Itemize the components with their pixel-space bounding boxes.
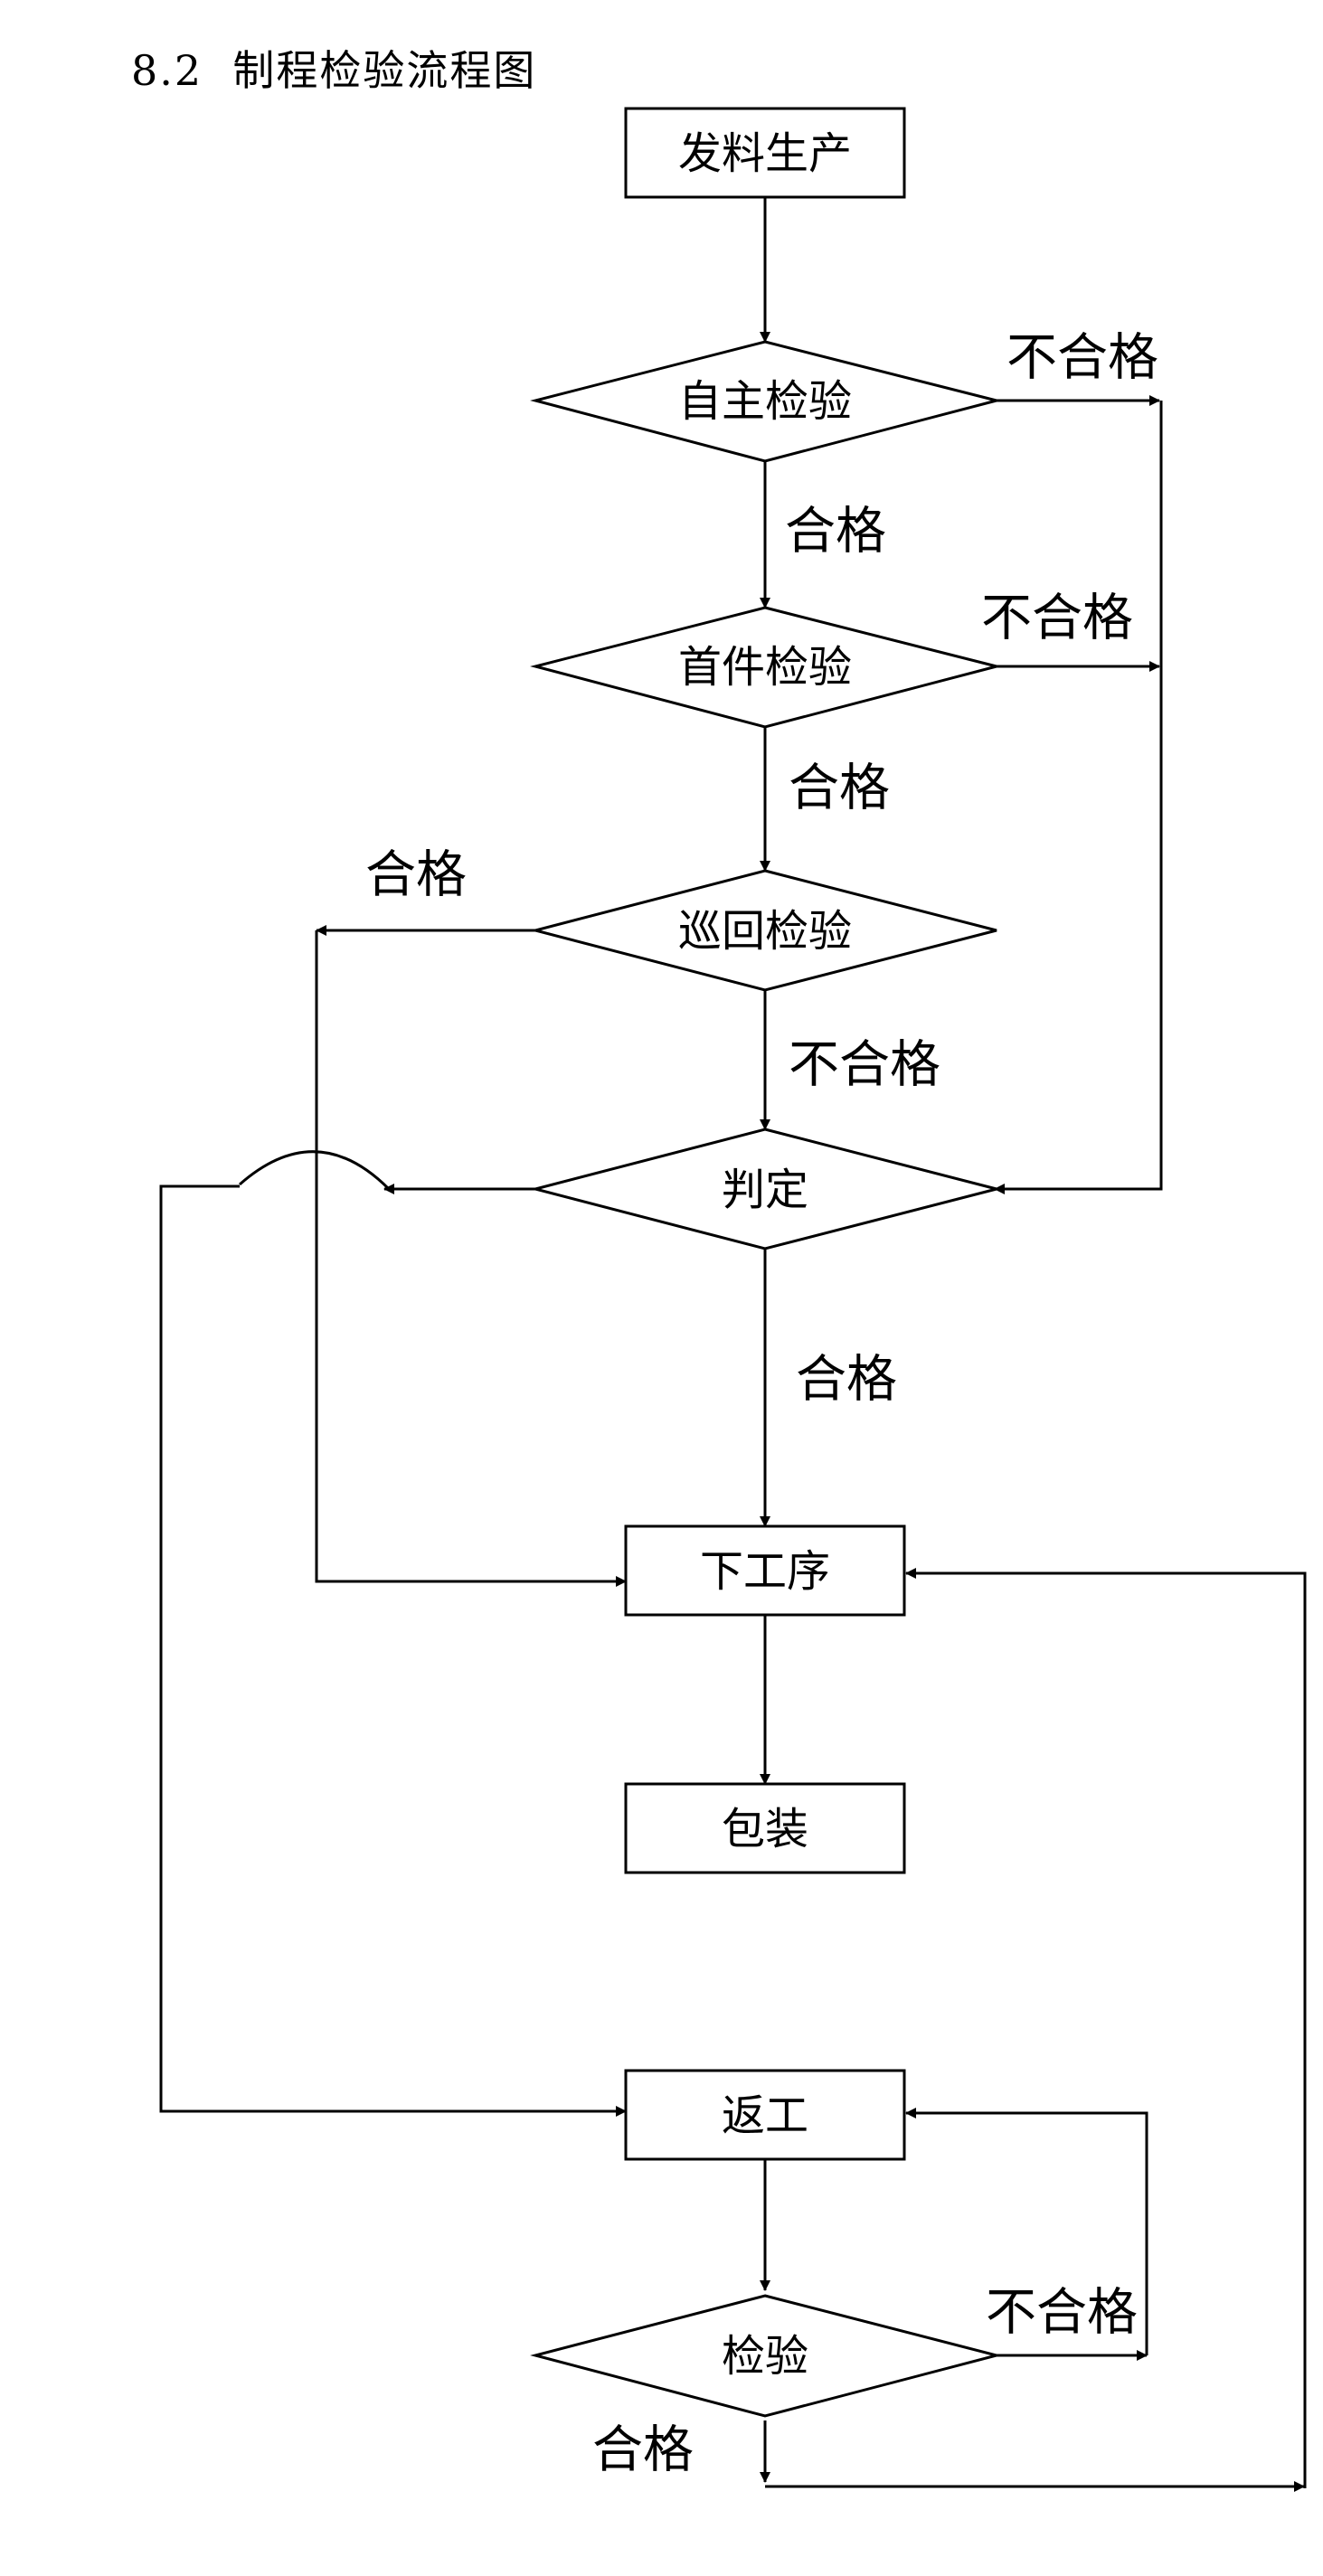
label-judge-pass: 合格 [796,1351,897,1410]
node-patrol-inspection [530,869,997,992]
node-rework [624,2069,906,2161]
label-self-fail: 不合格 [1006,329,1158,388]
label-patrol-pass: 合格 [365,846,467,905]
node-self-inspection [530,340,997,463]
node-label-first-article-inspection: 首件检验 [678,642,852,693]
node-label-self-inspection: 自主检验 [678,376,852,427]
edge-inspect-pass-to-next [905,1568,1307,2488]
label-patrol-fail: 不合格 [789,1036,940,1095]
label-first-fail: 不合格 [981,590,1133,648]
node-judgment [530,1128,997,1250]
label-inspect-pass: 合格 [592,2421,694,2480]
node-label-material-production: 发料生产 [678,128,852,179]
edge-judge-fail-to-rework [159,1184,627,2117]
edge-fail-bus-to-judge [994,401,1163,1194]
node-label-rework: 返工 [722,2090,808,2141]
label-inspect-fail: 不合格 [986,2284,1138,2343]
edge-inspect-fail-to-rework [905,2108,1148,2355]
node-label-judgment: 判定 [722,1165,808,1215]
label-first-pass: 合格 [789,760,890,818]
node-next-process [624,1524,906,1617]
page-title: 8.2 制程检验流程图 [131,46,537,95]
edge-judge-fail-hop [239,1150,391,1191]
node-label-packaging: 包装 [722,1804,808,1854]
edge-patrol-pass-to-next [315,930,627,1587]
label-self-pass: 合格 [785,503,886,561]
node-material-production [624,107,906,199]
node-inspection [530,2294,1002,2418]
node-label-inspection: 检验 [722,2331,808,2382]
node-first-article-inspection [530,606,997,729]
node-packaging [624,1782,906,1874]
node-label-next-process: 下工序 [700,1546,830,1597]
node-label-patrol-inspection: 巡回检验 [678,906,852,957]
